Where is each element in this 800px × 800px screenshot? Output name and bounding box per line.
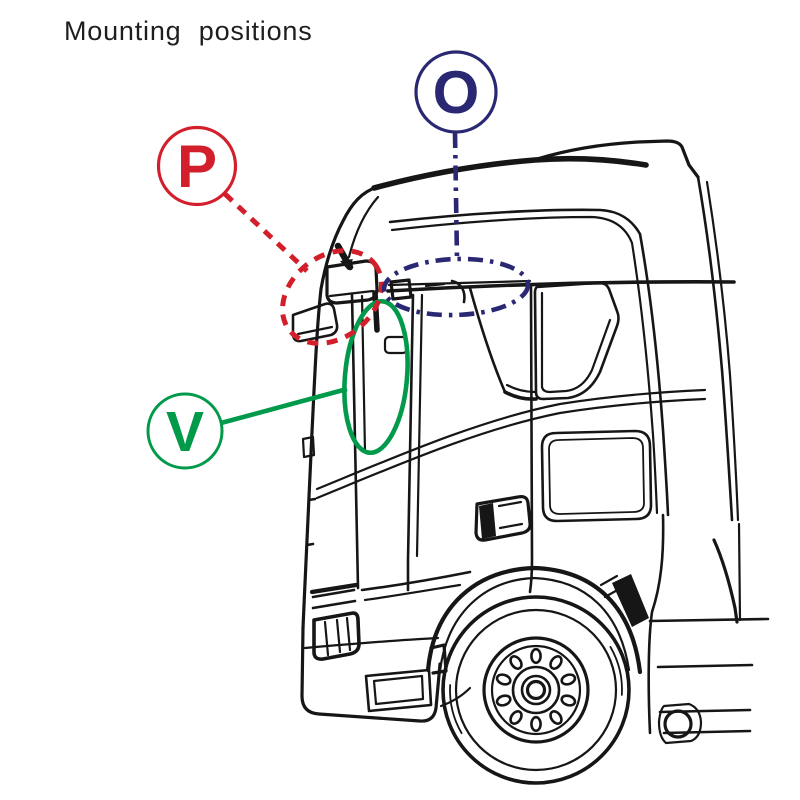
marker-o-label: O bbox=[433, 59, 480, 126]
marker-p-leader-line bbox=[223, 192, 309, 273]
door-handle bbox=[474, 495, 532, 542]
wide-angle-mirror bbox=[291, 302, 339, 343]
mirror-assembly bbox=[291, 242, 379, 343]
chassis-lines bbox=[648, 617, 770, 745]
marker-o-group: O bbox=[381, 50, 531, 318]
door-sill bbox=[360, 570, 472, 602]
body-crease-lines bbox=[315, 388, 707, 500]
door-window bbox=[468, 281, 620, 594]
marker-v-target-ellipse bbox=[342, 298, 410, 456]
storage-hatch bbox=[540, 429, 653, 523]
marker-p-group: P bbox=[156, 125, 384, 346]
truck-line-art bbox=[291, 139, 770, 785]
marker-p-label: P bbox=[177, 133, 217, 200]
headlight-grille bbox=[309, 582, 361, 661]
marker-o-leader-line bbox=[452, 132, 460, 260]
marker-v-circle bbox=[146, 392, 224, 470]
page-title: Mounting positions bbox=[64, 16, 313, 46]
marker-v-label: V bbox=[166, 400, 204, 464]
headlight bbox=[312, 611, 361, 661]
windshield-header bbox=[386, 278, 736, 304]
tow-coupling bbox=[663, 709, 693, 739]
marker-p-circle bbox=[156, 125, 238, 207]
marker-v-leader-line bbox=[220, 386, 348, 426]
front-wheel bbox=[441, 595, 631, 785]
marker-p-target-ellipse bbox=[280, 248, 384, 346]
mud-flap bbox=[612, 574, 649, 627]
marker-v-group: V bbox=[146, 298, 410, 470]
marker-o-target-ellipse bbox=[381, 256, 531, 318]
roof-and-spoiler bbox=[371, 139, 700, 191]
cab-front-outline bbox=[300, 185, 442, 723]
lug-nuts bbox=[495, 647, 577, 733]
front-wheel-arch bbox=[425, 565, 649, 675]
rear-deflector bbox=[388, 175, 742, 735]
bumper-step bbox=[364, 668, 472, 713]
marker-o-circle bbox=[414, 50, 498, 134]
